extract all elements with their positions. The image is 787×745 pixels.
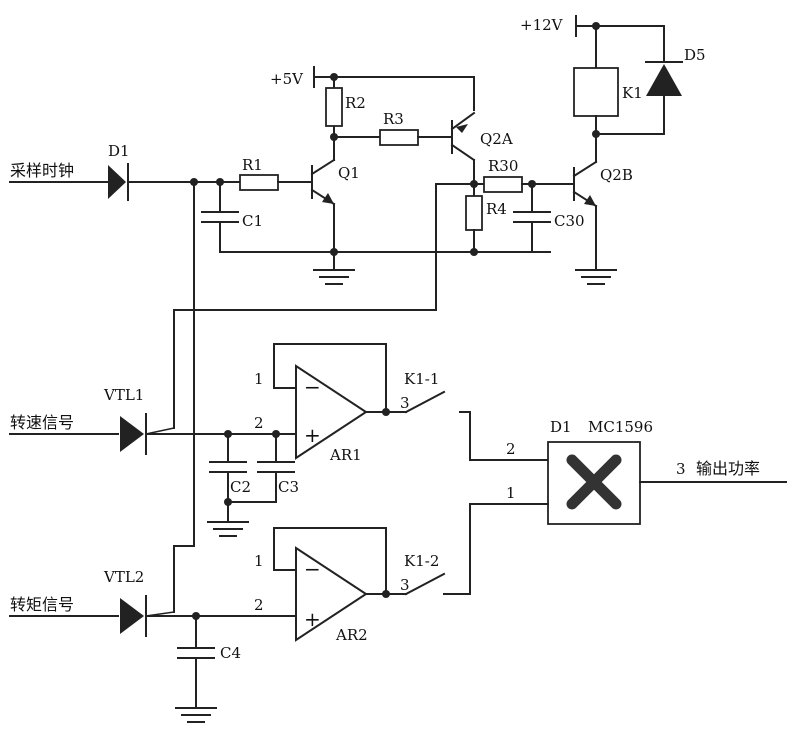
resistor-r3 bbox=[380, 130, 418, 145]
ground-symbol-1 bbox=[314, 252, 354, 284]
label-out-pin3: 3 bbox=[676, 460, 686, 478]
ground-symbol-2 bbox=[576, 270, 616, 284]
label-mult-pin1: 1 bbox=[506, 484, 516, 502]
label-ar1-plus: + bbox=[304, 423, 321, 447]
label-r3: R3 bbox=[383, 110, 404, 128]
transistor-q2b bbox=[574, 134, 596, 270]
transistor-q1 bbox=[312, 126, 334, 252]
label-vtl2: VTL2 bbox=[103, 568, 144, 586]
label-ar1-minus: − bbox=[304, 375, 321, 399]
junction bbox=[382, 408, 390, 416]
label-r4: R4 bbox=[486, 200, 507, 218]
label-sw1-pin3: 3 bbox=[400, 394, 410, 412]
label-vcc-12v: +12V bbox=[520, 16, 564, 34]
label-output-power: 输出功率 bbox=[696, 459, 760, 478]
label-vcc-5v: +5V bbox=[270, 70, 304, 88]
resistor-r2 bbox=[326, 88, 342, 126]
label-r30: R30 bbox=[488, 157, 518, 175]
junction bbox=[382, 590, 390, 598]
label-c2: C2 bbox=[230, 478, 251, 496]
capacitor-c4 bbox=[178, 616, 214, 708]
diode-vtl2 bbox=[120, 598, 144, 634]
vcc-12v-rail bbox=[576, 16, 664, 68]
label-torque-signal: 转矩信号 bbox=[10, 595, 74, 614]
label-ar2-pin1: 1 bbox=[254, 552, 264, 570]
label-d1-mult: D1 bbox=[550, 418, 572, 436]
relay-switch-k1-2 bbox=[406, 504, 548, 594]
label-vtl1: VTL1 bbox=[103, 386, 144, 404]
resistor-r4 bbox=[466, 196, 482, 230]
label-d1-top: D1 bbox=[108, 142, 130, 160]
ground-symbol-3 bbox=[208, 522, 248, 536]
label-mult-pin2: 2 bbox=[506, 440, 516, 458]
relay-k1-coil bbox=[574, 68, 618, 116]
label-k1: K1 bbox=[622, 84, 643, 102]
clock-to-vtl2-wire bbox=[174, 182, 194, 612]
label-c3: C3 bbox=[278, 478, 299, 496]
label-ar2-pin2: 2 bbox=[254, 596, 264, 614]
opamp-ar1 bbox=[274, 344, 406, 458]
junction bbox=[592, 22, 600, 30]
label-mc1596: MC1596 bbox=[588, 418, 653, 436]
label-sw2-pin3: 3 bbox=[400, 576, 410, 594]
opamp-ar2 bbox=[274, 528, 406, 640]
resistor-r30 bbox=[484, 177, 522, 192]
label-q2b: Q2B bbox=[600, 166, 633, 184]
label-r2: R2 bbox=[345, 94, 366, 112]
label-ar1-pin1: 1 bbox=[254, 370, 264, 388]
label-speed-signal: 转速信号 bbox=[10, 413, 74, 432]
label-sample-clock: 采样时钟 bbox=[10, 161, 74, 180]
label-c1: C1 bbox=[242, 212, 263, 230]
label-d5: D5 bbox=[684, 46, 706, 64]
relay-switch-k1-1 bbox=[406, 392, 548, 460]
label-ar2-plus: + bbox=[304, 607, 321, 631]
diode-vtl1 bbox=[120, 416, 144, 452]
label-ar2: AR2 bbox=[335, 626, 368, 644]
label-k1-2: K1-2 bbox=[404, 552, 439, 570]
junction bbox=[224, 498, 232, 506]
junction bbox=[470, 248, 478, 256]
label-ar2-minus: − bbox=[304, 557, 321, 581]
label-ar1: AR1 bbox=[329, 446, 362, 464]
label-q2a: Q2A bbox=[480, 130, 513, 148]
diode-d1-top bbox=[108, 165, 126, 199]
label-q1: Q1 bbox=[338, 164, 360, 182]
ground-symbol-4 bbox=[176, 708, 216, 722]
label-r1: R1 bbox=[242, 156, 263, 174]
label-c4: C4 bbox=[220, 644, 241, 662]
label-k1-1: K1-1 bbox=[404, 370, 439, 388]
capacitor-c30 bbox=[514, 184, 550, 252]
label-ar1-pin2: 2 bbox=[254, 414, 264, 432]
capacitor-c1 bbox=[202, 182, 238, 252]
label-c30: C30 bbox=[554, 212, 585, 230]
resistor-r1 bbox=[240, 175, 278, 190]
